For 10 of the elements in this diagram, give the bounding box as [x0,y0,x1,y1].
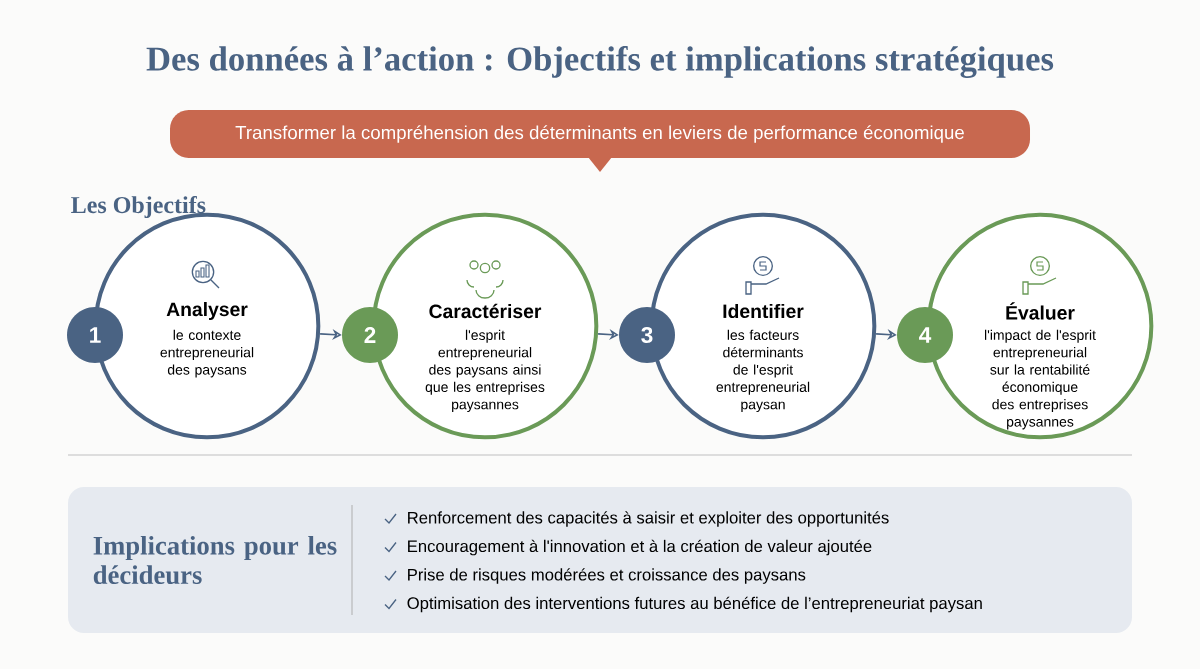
banner: Transformer la compréhension des déterminants en leviers de performance économique [170,110,1030,172]
number-badge: 2 [342,307,398,363]
bullet-text: Optimisation des interventions futures au bénéfice de l’entrepreneuriat paysan [407,596,982,613]
number-badge: 3 [619,307,675,363]
bullet-text: Renforcement des capacités à saisir et exploiter des opportunités [408,511,889,527]
bullet-text: Encouragement à l'innovation et à la création de valeur ajoutée [408,539,872,556]
number-badge: 1 [67,307,123,363]
title: Des données à l’action : Objectifs et implications stratégiques [146,46,1054,79]
number-badge: 4 [897,307,953,363]
bullet-text: Prise de risques modérées et croissance des paysans [408,568,806,584]
